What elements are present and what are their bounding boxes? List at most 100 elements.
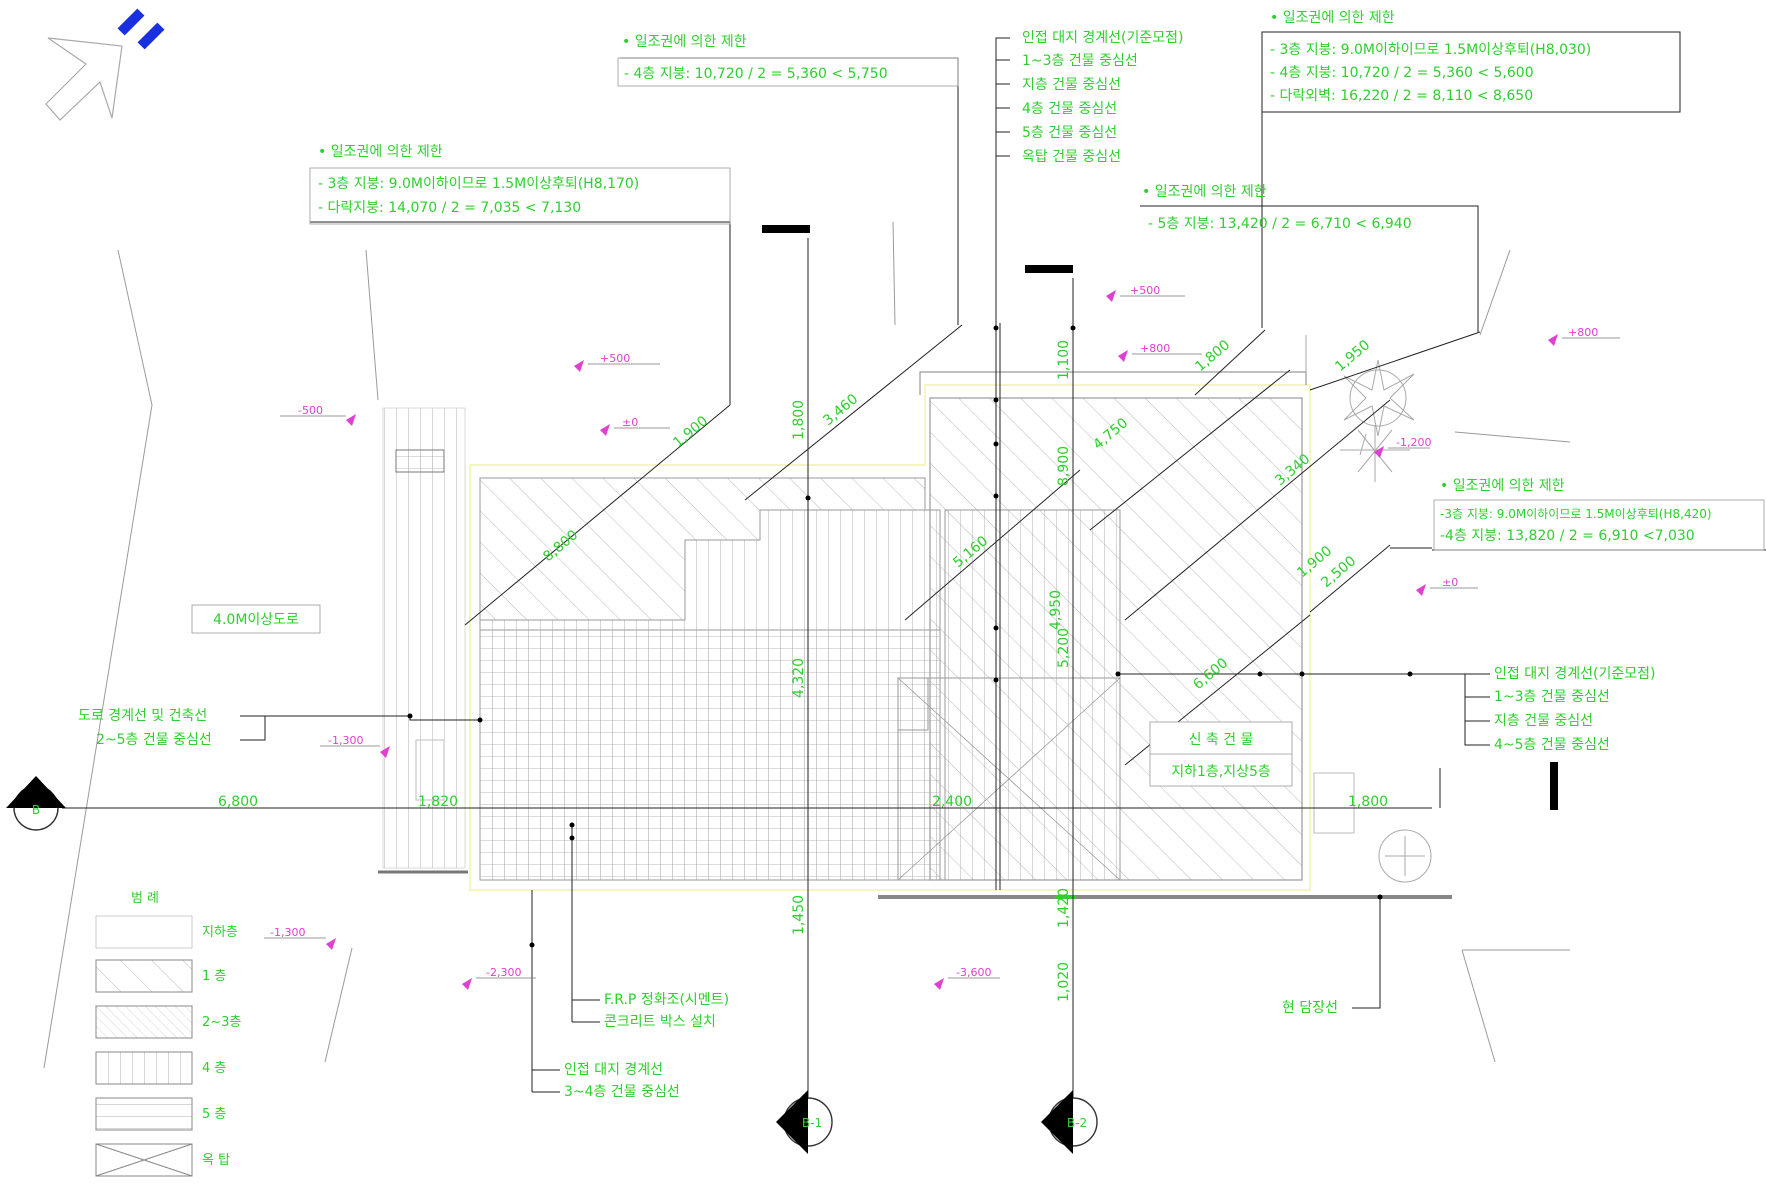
legend-item: 5 층 [95, 1097, 226, 1131]
level-marks: +500 +500 ±0 -500 +800 +800 -1,200 ±0 [264, 284, 1620, 990]
level-mark: -500 [280, 404, 356, 426]
dim-label: 4,320 [791, 658, 807, 698]
level-mark-label: +800 [1140, 342, 1170, 355]
road-label: 4.0M이상도로 [213, 612, 299, 628]
sunlight-note-3-line1: - 3층 지붕: 9.0M이하이므로 1.5M이상후퇴(H8,030) [1270, 42, 1591, 58]
callout-bottom-b-2: 3~4층 건물 중심선 [564, 1084, 680, 1100]
building-footprint [378, 335, 1452, 899]
callout-right-2: 1~3층 건물 중심선 [1494, 689, 1610, 705]
section-marker-b2-label: B-2 [1067, 1116, 1087, 1130]
dim-label: 1,800 [1348, 794, 1388, 810]
callout-top-list: 인접 대지 경계선(기준모점) 1~3층 건물 중심선 지층 건물 중심선 4층… [1022, 30, 1184, 165]
section-cut-marker [1550, 762, 1558, 810]
legend-item: 1 층 [95, 959, 226, 993]
dim-label: 2,400 [932, 794, 972, 810]
section-cut-marker [762, 225, 810, 233]
level-mark-label: ±0 [622, 416, 638, 429]
sunlight-note-3-line2: - 4층 지붕: 10,720 / 2 = 5,360 < 5,600 [1270, 65, 1534, 81]
dim-label: 1,800 [1192, 337, 1233, 375]
legend-item: 지하층 [95, 915, 238, 949]
callout-top-5: 5층 건물 중심선 [1022, 125, 1117, 141]
north-arrow-icon [45, 8, 165, 121]
level-mark: ±0 [600, 416, 670, 436]
dim-label: 1,950 [1332, 337, 1373, 375]
callout-top-1: 인접 대지 경계선(기준모점) [1022, 30, 1184, 46]
dim-label: 1,100 [1056, 340, 1072, 380]
tree-icon [1340, 359, 1415, 482]
dim-label: 1,020 [1056, 962, 1072, 1002]
sunlight-note-4-title: • 일조권에 의한 제한 [1142, 184, 1267, 200]
callout-bottom-a: F.R.P 정화조(시멘트) 콘크리트 박스 설치 [604, 992, 729, 1030]
legend-item-label: 2~3층 [202, 1015, 241, 1030]
road-label-box: 4.0M이상도로 [191, 604, 321, 634]
dim-label: 8,900 [1056, 446, 1072, 486]
sunlight-note-2-line1: - 3층 지붕: 9.0M이하이므로 1.5M이상후퇴(H8,170) [318, 176, 639, 192]
sunlight-note-3-title: • 일조권에 의한 제한 [1270, 10, 1395, 26]
callout-bottom-a-1: F.R.P 정화조(시멘트) [604, 992, 729, 1008]
sunlight-note-3: • 일조권에 의한 제한 - 3층 지붕: 9.0M이하이므로 1.5M이상후퇴… [1270, 10, 1591, 104]
callout-existing-wall: 현 담장선 [1282, 1000, 1338, 1016]
axis-lines [62, 238, 1441, 1098]
legend-item-label: 1 층 [202, 969, 226, 984]
sunlight-note-5-title: • 일조권에 의한 제한 [1440, 478, 1565, 494]
callout-right-4: 4~5층 건물 중심선 [1494, 737, 1610, 753]
level-mark: +500 [574, 352, 660, 372]
level-mark: -2,300 [462, 966, 536, 990]
legend-item-label: 지하층 [202, 925, 238, 940]
section-marker-b1: B-1 [776, 1090, 833, 1154]
dim-label: 5,200 [1056, 628, 1072, 668]
callout-left-2: 2~5층 건물 중심선 [96, 732, 212, 748]
callout-left-1: 도로 경계선 및 건축선 [78, 708, 207, 724]
level-mark: +800 [1548, 326, 1620, 346]
dim-label: 4,950 [1048, 590, 1064, 630]
level-mark-label: +800 [1568, 326, 1598, 339]
dim-label: 1,900 [670, 413, 711, 451]
sunlight-note-4: • 일조권에 의한 제한 - 5층 지붕: 13,420 / 2 = 6,710… [1142, 184, 1412, 232]
sunlight-note-5: • 일조권에 의한 제한 -3층 지붕: 9.0M이하이므로 1.5M이상후퇴(… [1433, 478, 1765, 551]
level-mark: -1,200 [1374, 436, 1431, 458]
callout-top-4: 4층 건물 중심선 [1022, 101, 1117, 117]
level-mark-label: -500 [298, 404, 323, 417]
building-label: 신 축 건 물 지하1층,지상5층 [1149, 721, 1293, 787]
section-marker-left: B [6, 776, 66, 831]
section-cut-marker [1025, 265, 1073, 273]
callout-bottom-b: 인접 대지 경계선 3~4층 건물 중심선 [564, 1062, 680, 1100]
sunlight-note-1: • 일조권에 의한 제한 - 4층 지붕: 10,720 / 2 = 5,360… [617, 34, 959, 87]
callout-bottom-a-2: 콘크리트 박스 설치 [604, 1014, 716, 1030]
level-mark: -1,300 [264, 926, 336, 950]
callout-right-1: 인접 대지 경계선(기준모점) [1494, 666, 1656, 682]
sunlight-note-2-title: • 일조권에 의한 제한 [318, 144, 443, 160]
sunlight-note-2: • 일조권에 의한 제한 - 3층 지붕: 9.0M이하이므로 1.5M이상후퇴… [309, 144, 731, 225]
level-mark-label: -1,300 [328, 734, 363, 747]
sunlight-note-4-line: - 5층 지붕: 13,420 / 2 = 6,710 < 6,940 [1148, 216, 1412, 232]
legend-item: 옥 탑 [95, 1143, 230, 1177]
dim-label: 1,800 [791, 400, 807, 440]
legend-item-label: 옥 탑 [202, 1153, 230, 1168]
level-mark: -3,600 [934, 966, 1000, 990]
section-marker-left-label: B [32, 803, 40, 817]
level-mark-label: +500 [1130, 284, 1160, 297]
legend-title: 범 례 [131, 891, 159, 906]
legend-item-label: 5 층 [202, 1107, 226, 1122]
level-mark: -1,300 [320, 734, 390, 758]
level-mark-label: -3,600 [956, 966, 991, 979]
legend-item-label: 4 층 [202, 1061, 226, 1076]
level-mark-label: -1,200 [1396, 436, 1431, 449]
callout-right-3: 지층 건물 중심선 [1494, 713, 1593, 729]
sunlight-note-2-line2: - 다락지붕: 14,070 / 2 = 7,035 < 7,130 [318, 200, 581, 216]
section-marker-b1-label: B-1 [802, 1116, 822, 1130]
legend: 범 례 지하층 1 층 2~3층 4 층 5 층 옥 탑 [95, 891, 241, 1177]
legend-item: 4 층 [95, 1051, 226, 1085]
callout-left-list: 도로 경계선 및 건축선 2~5층 건물 중심선 [78, 708, 212, 748]
sunlight-note-1-line: - 4층 지붕: 10,720 / 2 = 5,360 < 5,750 [624, 66, 888, 82]
tree-symbol-icon [1378, 829, 1432, 883]
building-name: 신 축 건 물 [1189, 732, 1254, 748]
level-mark-label: -2,300 [486, 966, 521, 979]
callout-top-6: 옥탑 건물 중심선 [1022, 149, 1121, 165]
level-mark-label: ±0 [1442, 576, 1458, 589]
level-mark-label: +500 [600, 352, 630, 365]
sunlight-note-5-line1: -3층 지붕: 9.0M이하이므로 1.5M이상후퇴(H8,420) [1440, 507, 1712, 521]
level-mark: +500 [1106, 284, 1185, 302]
centerline-nodes [407, 325, 1413, 948]
